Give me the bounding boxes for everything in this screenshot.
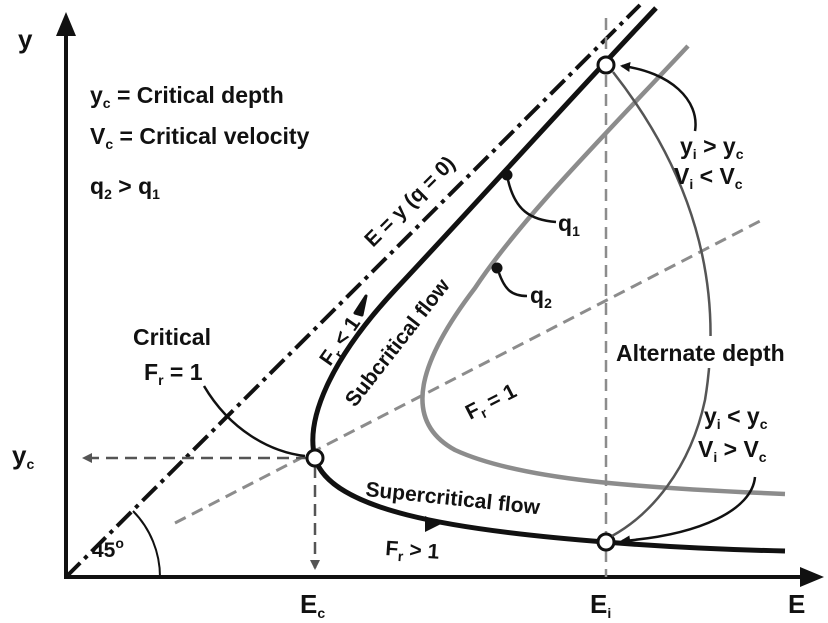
q1-leader	[506, 179, 557, 224]
lower-depth-condition: yi < yc	[704, 403, 768, 432]
y-axis-label: y	[18, 24, 33, 54]
upper-velocity-condition: Vi < Vc	[674, 163, 743, 192]
subcritical-direction-arrow-icon	[353, 294, 368, 317]
yc-axis-label: yc	[12, 440, 34, 472]
q2-label: q2	[530, 282, 552, 311]
critical-depth-definition: yc = Critical depth	[90, 82, 284, 111]
critical-depth-locus	[174, 218, 763, 525]
q1-marker	[501, 169, 513, 181]
lower-callout-arrow	[620, 476, 757, 546]
supercritical-direction-arrow-icon	[425, 516, 441, 532]
supercritical-flow-label: Supercritical flow	[364, 478, 541, 519]
x-axis-arrow-icon	[800, 567, 824, 587]
upper-depth-condition: yi > yc	[680, 133, 744, 162]
upper-callout-arrow	[620, 62, 697, 132]
critical-leader	[202, 385, 306, 458]
lower-velocity-condition: Vi > Vc	[698, 436, 767, 465]
y-axis-arrow-icon	[56, 12, 76, 36]
critical-label: Critical	[133, 324, 211, 350]
supercritical-froude-label: Fr > 1	[384, 537, 440, 567]
alternate-depth-label-bg	[612, 336, 822, 368]
ec-axis-label: Ec	[300, 589, 325, 621]
critical-locus-label: Fr = 1	[462, 379, 522, 427]
ei-axis-label: Ei	[590, 589, 611, 621]
critical-velocity-definition: Vc = Critical velocity	[90, 123, 310, 152]
angle-label: 45o	[92, 535, 124, 562]
specific-energy-curve-q1	[310, 6, 786, 554]
angle-arc	[132, 510, 162, 578]
specific-energy-curve-q2	[420, 44, 786, 497]
q1-label: q1	[558, 210, 580, 239]
critical-point	[305, 448, 325, 468]
q2-marker	[491, 262, 503, 274]
upper-alternate-point	[596, 55, 616, 75]
discharge-comparison: q2 > q1	[90, 173, 160, 202]
q2-leader	[497, 272, 528, 298]
x-axis-label: E	[788, 589, 805, 619]
critical-froude-label: Fr = 1	[144, 359, 203, 388]
zero-discharge-line	[64, 3, 642, 579]
alternate-depth-label: Alternate depth	[616, 340, 785, 366]
lower-alternate-point	[596, 532, 616, 552]
